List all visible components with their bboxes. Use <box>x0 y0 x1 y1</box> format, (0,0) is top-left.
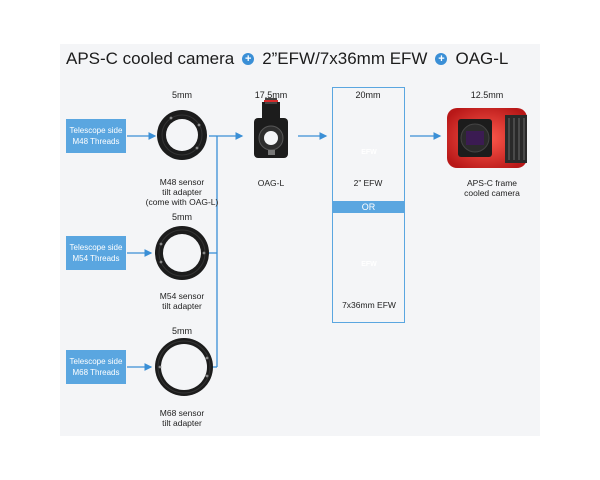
m68-label-line1: M68 sensor <box>159 408 205 418</box>
oag-dim-label: 17.5mm <box>254 90 288 100</box>
camera-body <box>447 108 527 168</box>
camera-label-line2: cooled camera <box>464 188 520 198</box>
m68-dim-label: 5mm <box>172 326 192 336</box>
oag-device <box>254 98 288 158</box>
camera-dim-label: 12.5mm <box>470 90 504 100</box>
title-efw: 2”EFW/7x36mm EFW <box>262 49 428 68</box>
input-m54-line1: Telescope side <box>69 243 123 252</box>
m48-label-line3: (come with OAG-L) <box>145 197 219 207</box>
m48-label-line2: tilt adapter <box>162 187 202 197</box>
efw-7x36-label: 7x36mm EFW <box>342 300 396 310</box>
m48-adapter-label: M48 sensor tilt adapter (come with OAG-L… <box>142 177 222 207</box>
input-m48-line1: Telescope side <box>69 126 123 135</box>
camera-label-line1: APS-C frame <box>466 178 518 188</box>
or-separator: OR <box>332 201 405 213</box>
input-m54-line2: M54 Threads <box>72 254 120 263</box>
plus-icon: + <box>242 53 255 65</box>
m54-dim-label: 5mm <box>172 212 192 222</box>
efw-2inch-label: 2” EFW <box>353 178 383 188</box>
input-m68-line2: M68 Threads <box>72 368 120 377</box>
oag-label: OAG-L <box>257 178 285 188</box>
input-m48-line2: M48 Threads <box>72 137 120 146</box>
m48-label-line1: M48 sensor <box>159 177 205 187</box>
m54-label-line1: M54 sensor <box>159 291 205 301</box>
m68-adapter-label: M68 sensor tilt adapter <box>142 408 222 428</box>
efw-dim-label: 20mm <box>355 90 381 100</box>
m54-adapter-label: M54 sensor tilt adapter <box>142 291 222 311</box>
m48-adapter-ring <box>157 110 207 160</box>
m54-label-line2: tilt adapter <box>162 301 202 311</box>
input-m48-box: Telescope side M48 Threads <box>66 119 126 153</box>
m48-dim-label: 5mm <box>172 90 192 100</box>
input-m54-box: Telescope side M54 Threads <box>66 236 126 270</box>
efw-7x36-wheel-text: EFW <box>361 261 377 268</box>
title-oag: OAG-L <box>455 49 509 68</box>
camera-label: APS-C frame cooled camera <box>452 178 532 198</box>
page-title: APS-C cooled camera + 2”EFW/7x36mm EFW +… <box>66 48 508 70</box>
m68-label-line2: tilt adapter <box>162 418 202 428</box>
input-m68-box: Telescope side M68 Threads <box>66 350 126 384</box>
plus-icon: + <box>435 53 448 65</box>
m54-adapter-ring <box>155 226 209 280</box>
m68-adapter-ring <box>155 338 213 396</box>
title-camera: APS-C cooled camera <box>66 49 235 68</box>
efw-2inch-wheel-text: EFW <box>361 149 377 156</box>
input-m68-line1: Telescope side <box>69 357 123 366</box>
